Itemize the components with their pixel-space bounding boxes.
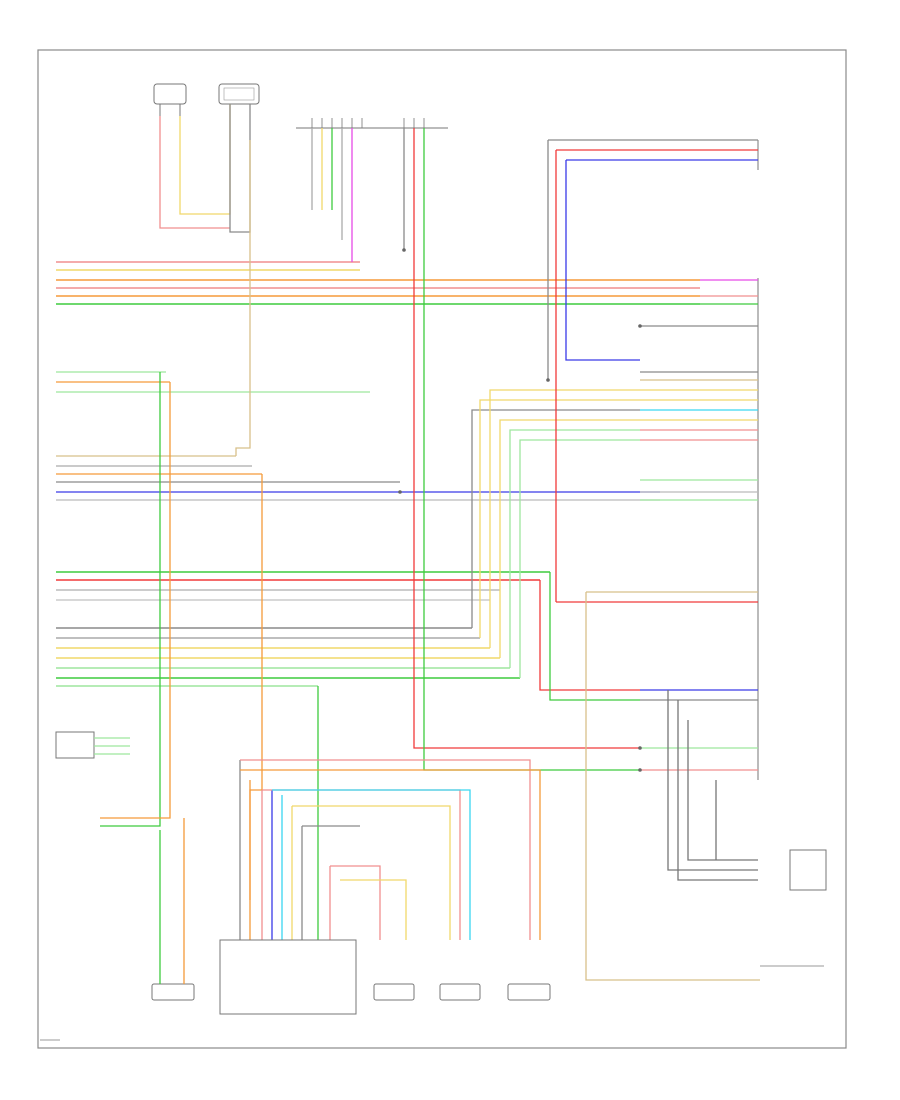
right-rear-speaker [507,983,551,1001]
front-left-tweeter [153,83,187,116]
antenna-amp [55,731,130,759]
splice-points [398,248,642,772]
vertical-wires [100,104,758,981]
diagram-border [37,49,847,1049]
display-unit-connector [296,118,448,129]
left-harness-group-2 [56,371,370,393]
left-harness-group-3 [56,455,660,501]
right-front-speaker [373,983,415,1001]
left-harness-group-5 [56,627,520,687]
left-harness-group-4 [56,571,550,601]
left-harness-group-1 [56,261,700,305]
right-tweeter-lower [439,983,481,1001]
subwoofer-amp [219,939,357,1015]
left-front-speaker [151,818,195,1001]
camera-unit [789,849,827,891]
bluetooth-unit [640,965,824,981]
front-right-tweeter [218,83,260,105]
